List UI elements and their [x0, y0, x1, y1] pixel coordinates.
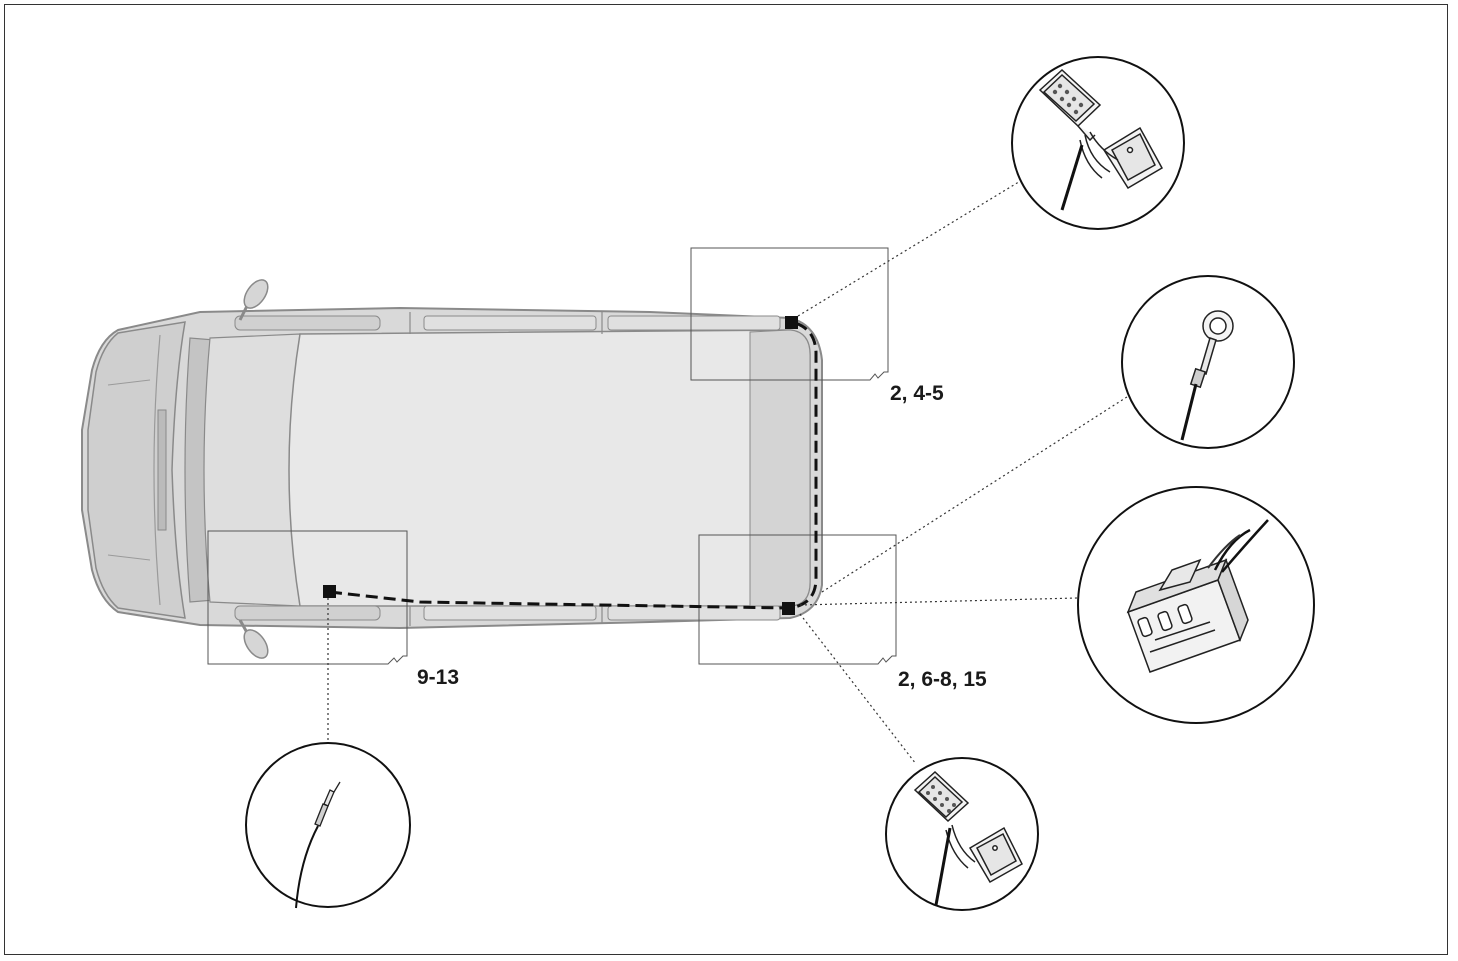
- side-rail-bottom: [423, 605, 597, 621]
- wire-harness: [323, 316, 818, 615]
- leader-line: [797, 179, 1023, 317]
- callout-label-rear-top: 2, 4-5: [890, 382, 944, 405]
- trailer-socket-connector-icon: [1038, 68, 1164, 211]
- side-rail-top: [423, 315, 597, 331]
- connection-point-front: [323, 585, 336, 598]
- wiper: [157, 409, 167, 531]
- wire-splice-icon: [295, 781, 341, 909]
- van-hood: [87, 321, 186, 619]
- rear-panel: [749, 329, 811, 607]
- callout-label-front: 9-13: [417, 666, 460, 689]
- side-rail-top: [607, 315, 781, 331]
- hood-crease: [153, 334, 161, 606]
- leader-line: [799, 597, 1079, 606]
- leader-lines: [327, 179, 1131, 765]
- van-top-view: [81, 279, 823, 659]
- connection-point-rear-bottom: [782, 602, 795, 615]
- detail-wire-splice: [245, 742, 411, 909]
- mirror-top: [238, 279, 269, 321]
- connection-point-rear-top: [785, 316, 798, 329]
- side-window-bottom: [234, 605, 381, 621]
- main-roof: [288, 329, 811, 607]
- side-window-top: [234, 315, 381, 331]
- leader-line: [799, 613, 917, 765]
- zone-box-front: [207, 530, 408, 665]
- mirror-bottom: [238, 619, 269, 659]
- detail-ring-terminal: [1121, 275, 1295, 449]
- callout-label-rear-bottom: 2, 6-8, 15: [898, 668, 987, 691]
- detail-multi-pin-connector: [1077, 486, 1315, 724]
- diagram-frame: [4, 4, 1448, 955]
- zone-box-rear-top: [690, 247, 889, 381]
- trailer-socket-connector-icon: [913, 770, 1023, 906]
- zone-box-rear-bottom: [698, 534, 897, 665]
- leader-line: [821, 394, 1131, 593]
- hood-crease: [107, 379, 151, 386]
- cabin-roof: [203, 333, 301, 607]
- detail-connector-socket-top: [1011, 56, 1185, 230]
- hood-crease: [107, 554, 151, 561]
- multi-pin-connector-icon: [1126, 519, 1269, 673]
- detail-connector-socket-bottom: [885, 757, 1039, 911]
- ring-terminal-icon: [1180, 310, 1234, 441]
- highlight-boxes: [207, 247, 897, 665]
